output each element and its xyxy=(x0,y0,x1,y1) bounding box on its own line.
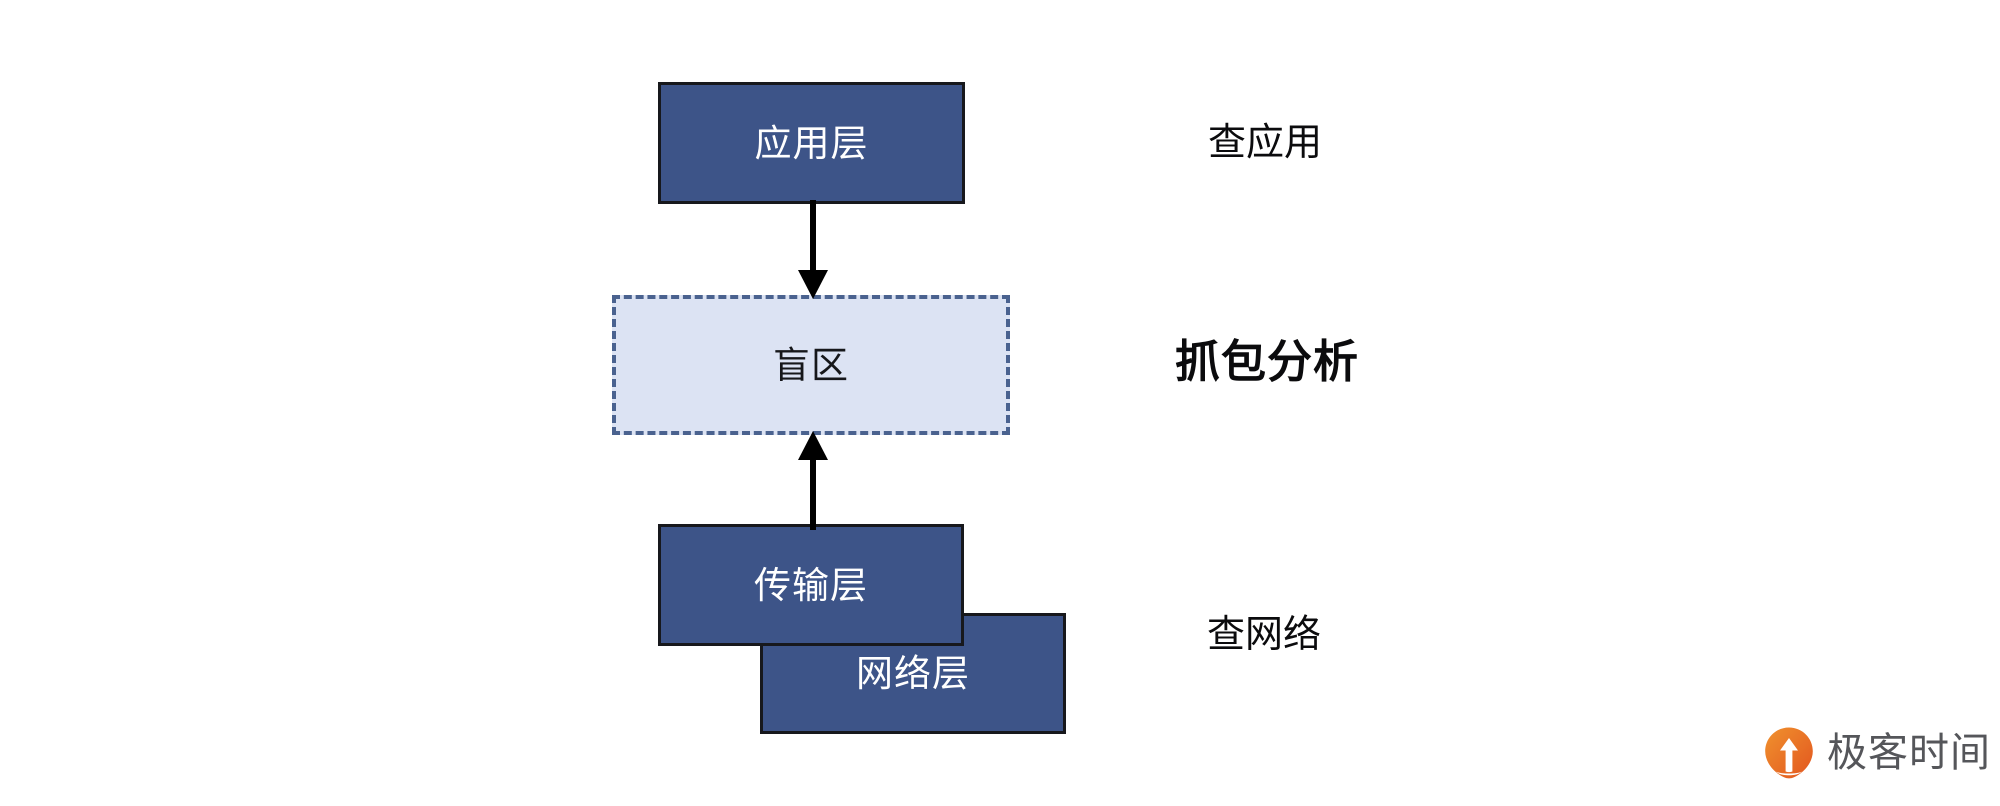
geektime-pin-icon xyxy=(1765,727,1813,779)
arrow-down-application-to-blindspot xyxy=(798,200,828,299)
layer-box-blindspot: 盲区 xyxy=(612,295,1010,435)
layer-label-application: 应用层 xyxy=(754,122,869,164)
layer-box-application: 应用层 xyxy=(658,82,965,204)
brand-logo: 极客时间 xyxy=(1762,726,1991,780)
layer-label-blindspot: 盲区 xyxy=(773,344,849,386)
layer-label-transport: 传输层 xyxy=(754,564,868,606)
annotation-check-application: 查应用 xyxy=(1208,122,1323,164)
annotation-packet-capture-analysis: 抓包分析 xyxy=(1175,336,1360,387)
layer-box-transport: 传输层 xyxy=(658,524,964,646)
layer-label-network: 网络层 xyxy=(856,653,970,694)
brand-wordmark: 极客时间 xyxy=(1827,731,1991,775)
annotation-check-network: 查网络 xyxy=(1207,614,1322,656)
arrow-up-transport-to-blindspot xyxy=(798,431,828,530)
